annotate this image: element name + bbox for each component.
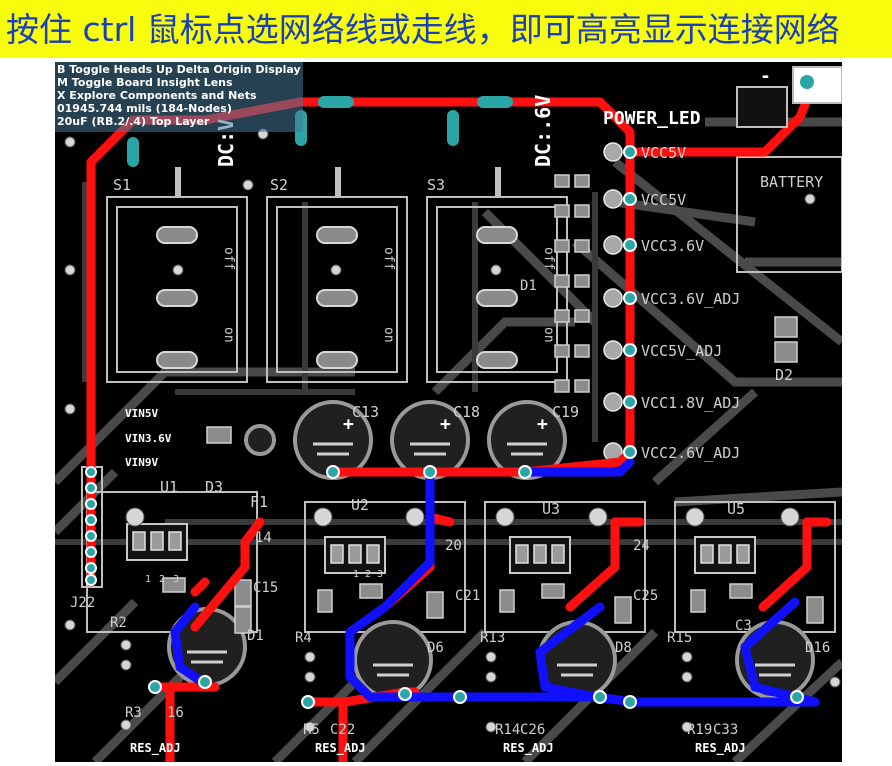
switch-pads — [156, 226, 518, 369]
instruction-text: 按住 ctrl 鼠标点选网络线或走线，即可高亮显示连接网络 — [6, 10, 840, 49]
label-r4: R4 — [295, 630, 312, 646]
label-pin-u2-2: 2 — [365, 569, 371, 580]
label-c21: C21 — [455, 588, 480, 604]
label-d6: D6 — [427, 640, 444, 656]
label-pin-u1-1: 1 — [145, 574, 151, 585]
label-vcc36v-adj: VCC3.6V_ADJ — [641, 290, 740, 308]
regulators — [126, 523, 756, 574]
label-vcc5v: VCC5V — [641, 191, 686, 209]
label-c25: C25 — [633, 588, 658, 604]
overlay-line-1: B Toggle Heads Up Delta Origin Display — [57, 63, 301, 76]
label-minus-battery: - — [760, 66, 771, 87]
label-c18: C18 — [453, 403, 480, 421]
label-s2: S2 — [270, 176, 288, 194]
label-r2: R2 — [110, 615, 127, 631]
capacitor-markings — [187, 442, 795, 677]
smd-pads — [162, 174, 824, 634]
label-c26: C26 — [520, 722, 545, 738]
label-c15: C15 — [253, 580, 278, 596]
label-d8: D8 — [615, 640, 632, 656]
label-c24: 24 — [633, 538, 650, 554]
label-plus-c18: + — [440, 414, 451, 435]
label-j22: J22 — [70, 595, 95, 611]
label-vcc5v-top: VCC5V — [641, 144, 686, 162]
background-tracks — [51, 117, 846, 766]
instruction-banner: 按住 ctrl 鼠标点选网络线或走线，即可高亮显示连接网络 — [0, 0, 892, 58]
label-power-led: POWER_LED — [603, 108, 701, 129]
label-dc-6v: DC:.6V — [531, 95, 555, 167]
label-battery: BATTERY — [760, 173, 823, 191]
label-c33: C33 — [713, 722, 738, 738]
label-on-1: on — [221, 327, 236, 343]
label-res-adj-2: RES_ADJ — [315, 741, 366, 756]
label-d2: D2 — [775, 366, 793, 384]
label-res-adj-3: RES_ADJ — [503, 741, 554, 756]
overlay-line-5: 20uF (RB.2/.4) Top Layer — [57, 115, 210, 128]
label-plus-c19: + — [537, 414, 548, 435]
label-pin-u2-3: 3 — [377, 569, 383, 580]
label-r19: R19 — [687, 722, 712, 738]
label-u3: U3 — [542, 500, 560, 518]
battery-connector — [792, 66, 843, 104]
label-pin-u2-1: 1 — [353, 569, 359, 580]
label-c16: 16 — [167, 705, 184, 721]
label-off-1: off — [221, 247, 236, 270]
label-on-3: on — [541, 327, 556, 343]
label-r15: R15 — [667, 630, 692, 646]
label-c22: C22 — [330, 722, 355, 738]
label-u2: U2 — [351, 496, 369, 514]
label-vcc5v-adj: VCC5V_ADJ — [641, 342, 722, 360]
label-vcc26v-adj: VCC2.6V_ADJ — [641, 444, 740, 462]
label-off-3: off — [541, 247, 556, 270]
th-pads — [64, 128, 841, 733]
overlay-line-2: M Toggle Board Insight Lens — [57, 76, 233, 89]
label-d3: D3 — [205, 478, 223, 496]
label-u5: U5 — [727, 500, 745, 518]
label-off-2: off — [381, 247, 396, 270]
label-c20: 20 — [445, 538, 462, 554]
label-vcc36v: VCC3.6V — [641, 237, 704, 255]
pcb-canvas[interactable]: POWER_LED BATTERY DC:V DC:.6V S1 S2 S3 o… — [51, 62, 846, 766]
board-insight-overlay: B Toggle Heads Up Delta Origin Display M… — [55, 62, 303, 132]
label-d1-top: D1 — [520, 278, 537, 294]
label-s3: S3 — [427, 176, 445, 194]
label-r5: R5 — [303, 722, 320, 738]
label-c13: C13 — [352, 403, 379, 421]
overlay-line-4: 01945.744 mils (184-Nodes) — [57, 102, 232, 115]
label-f1: F1 — [250, 493, 268, 511]
label-s1: S1 — [113, 176, 131, 194]
overlay-line-3: X Explore Components and Nets — [57, 89, 257, 102]
label-vin5v: VIN5V — [125, 407, 158, 420]
label-r13: R13 — [480, 630, 505, 646]
led-pads — [603, 142, 623, 462]
pcb-layout[interactable]: POWER_LED BATTERY DC:V DC:.6V S1 S2 S3 o… — [51, 62, 846, 766]
blue-net-traces[interactable] — [170, 457, 820, 707]
label-c19: C19 — [552, 403, 579, 421]
label-u1: U1 — [160, 478, 178, 496]
label-d1: D1 — [247, 628, 264, 644]
label-vcc18v-adj: VCC1.8V_ADJ — [641, 394, 740, 412]
label-plus-c13: + — [343, 414, 354, 435]
label-r14: R14 — [495, 722, 520, 738]
label-pin-u1-2: 2 — [159, 574, 165, 585]
label-on-2: on — [381, 327, 396, 343]
label-c14: 14 — [255, 530, 272, 546]
label-res-adj-4: RES_ADJ — [695, 741, 746, 756]
label-d16: D16 — [805, 640, 830, 656]
label-c3: C3 — [735, 618, 752, 634]
label-vin36v: VIN3.6V — [125, 432, 172, 445]
regulator-pads — [132, 531, 750, 564]
label-res-adj-1: RES_ADJ — [130, 741, 181, 756]
battery-outline — [736, 86, 788, 128]
switch-stems — [175, 167, 501, 197]
battery-pad[interactable] — [800, 75, 814, 89]
net-pads[interactable] — [85, 145, 804, 709]
label-pin-u1-3: 3 — [173, 574, 179, 585]
label-r3: R3 — [125, 705, 142, 721]
label-vin9v: VIN9V — [125, 456, 158, 469]
